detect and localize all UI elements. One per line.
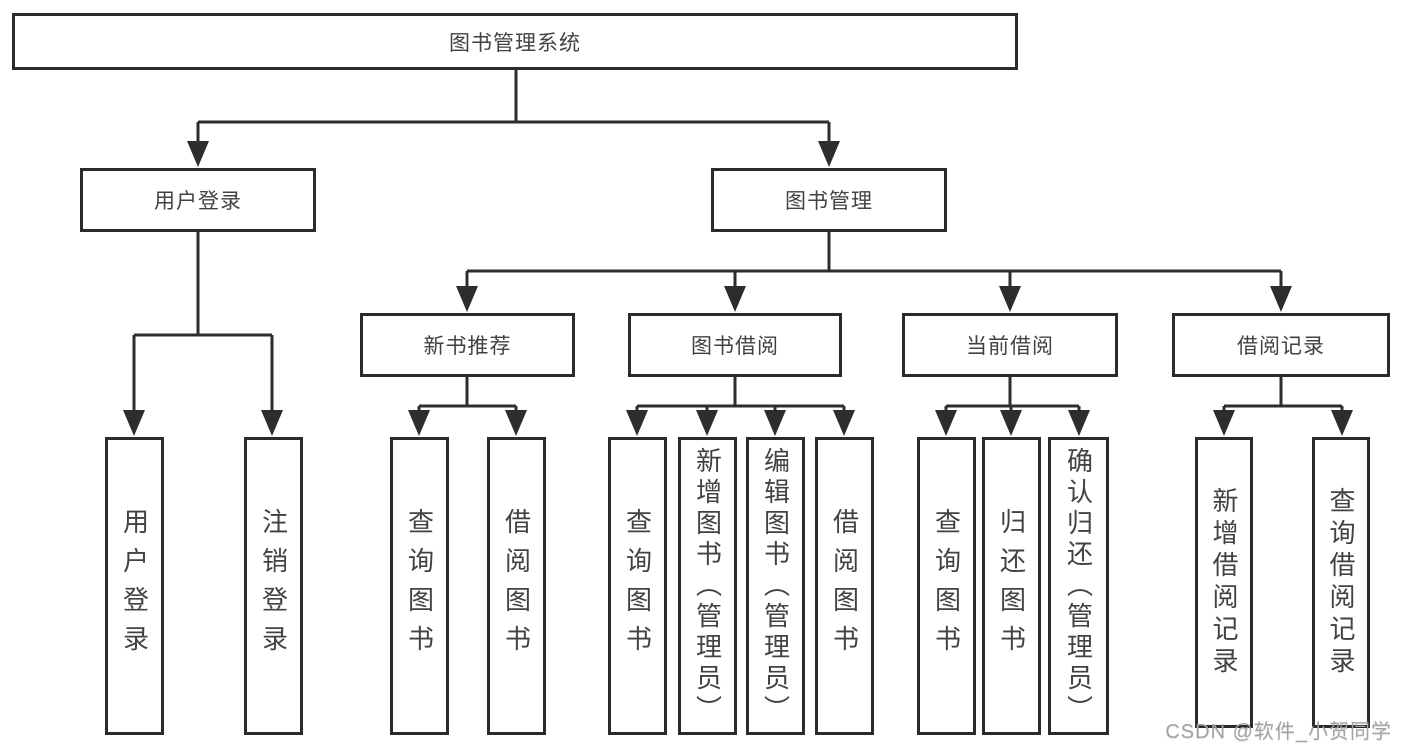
node-label: 图书借阅 — [691, 335, 779, 358]
leaf-add-borrow-record: 新增借阅记录 — [1195, 437, 1253, 728]
leaf-label: 查询图书 — [622, 508, 653, 664]
node-book-borrowing: 图书借阅 — [628, 313, 842, 377]
leaf-query-borrow-record: 查询借阅记录 — [1312, 437, 1370, 728]
leaf-label: 查询图书 — [404, 508, 435, 664]
node-label: 新书推荐 — [423, 335, 512, 358]
leaf-label: 用户登录 — [119, 508, 150, 664]
node-user-login: 用户登录 — [80, 168, 316, 232]
leaf-label: 注销登录 — [258, 508, 289, 664]
leaf-return-books: 归还图书 — [982, 437, 1041, 735]
leaf-label: 查询图书 — [931, 508, 962, 664]
node-label: 图书管理 — [785, 190, 873, 213]
leaf-query-books-3: 查询图书 — [917, 437, 976, 735]
leaf-label: 编辑图书（管理员） — [760, 446, 791, 726]
leaf-logout: 注销登录 — [244, 437, 303, 735]
leaf-label: 借阅图书 — [501, 508, 532, 664]
leaf-query-books-1: 查询图书 — [390, 437, 449, 735]
node-library-management-system: 图书管理系统 — [12, 13, 1018, 70]
leaf-label: 查询借阅记录 — [1326, 486, 1356, 679]
node-borrowing-records: 借阅记录 — [1172, 313, 1390, 377]
node-current-borrowing: 当前借阅 — [902, 313, 1118, 377]
node-label: 当前借阅 — [966, 335, 1054, 358]
node-label: 图书管理系统 — [449, 31, 581, 55]
node-label: 用户登录 — [154, 190, 242, 213]
leaf-add-books-admin: 新增图书（管理员） — [678, 437, 737, 735]
leaf-label: 借阅图书 — [829, 508, 860, 664]
leaf-confirm-return-admin: 确认归还（管理员） — [1048, 437, 1109, 735]
node-label: 借阅记录 — [1237, 335, 1325, 358]
leaf-edit-books-admin: 编辑图书（管理员） — [746, 437, 805, 735]
leaf-label: 新增借阅记录 — [1209, 486, 1239, 679]
node-new-book-recommendation: 新书推荐 — [360, 313, 575, 377]
csdn-watermark: CSDN @软件_小贺同学 — [1165, 721, 1392, 743]
leaf-label: 确认归还（管理员） — [1063, 446, 1094, 726]
leaf-borrow-books-1: 借阅图书 — [487, 437, 546, 735]
leaf-borrow-books-2: 借阅图书 — [815, 437, 874, 735]
leaf-label: 归还图书 — [996, 508, 1027, 664]
node-book-management: 图书管理 — [711, 168, 947, 232]
leaf-user-login: 用户登录 — [105, 437, 164, 735]
leaf-label: 新增图书（管理员） — [692, 446, 723, 726]
leaf-query-books-2: 查询图书 — [608, 437, 667, 735]
